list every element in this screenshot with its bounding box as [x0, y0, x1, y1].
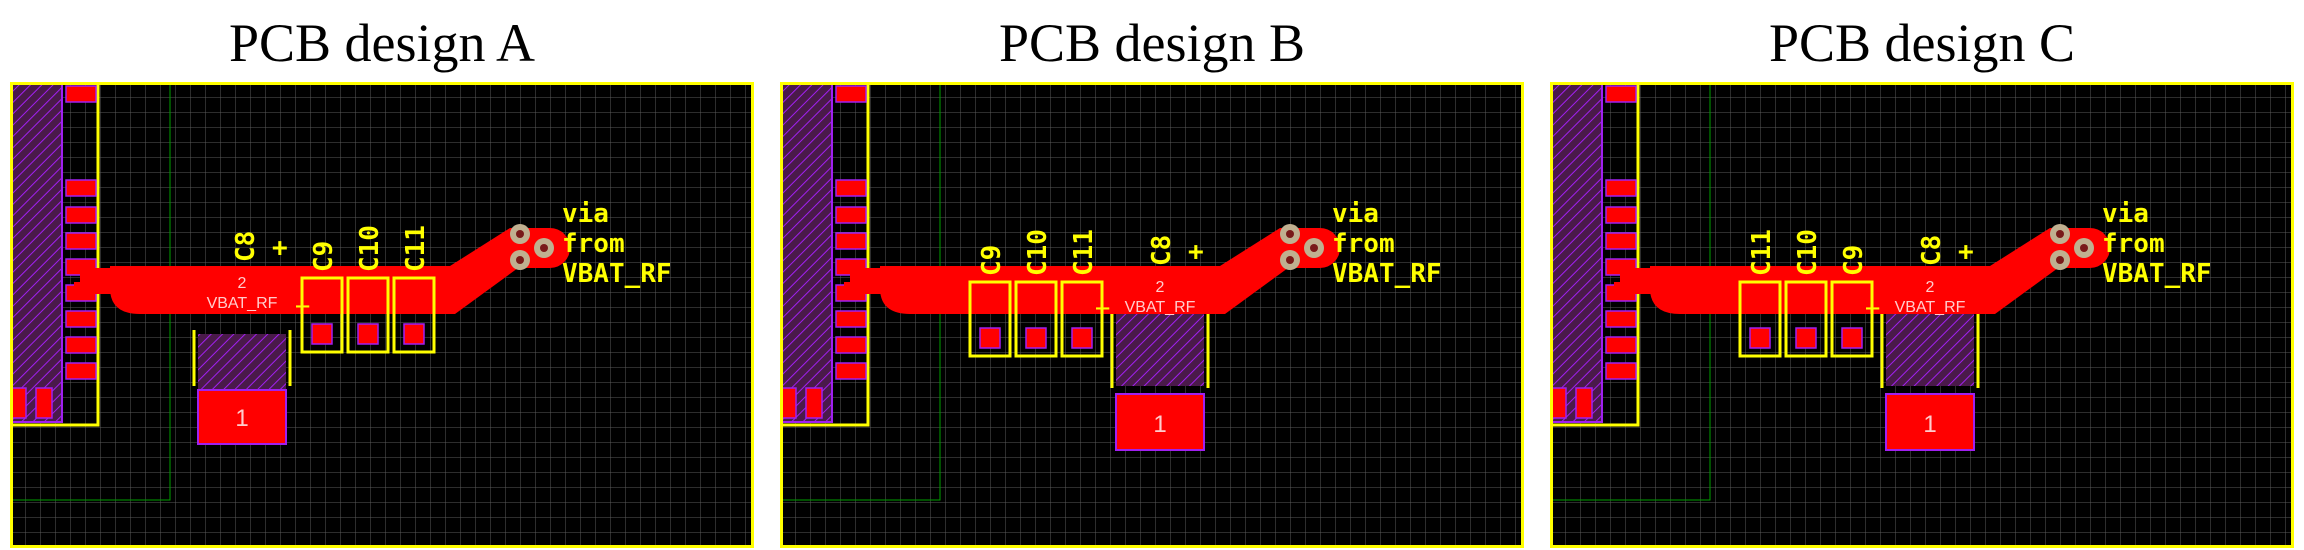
c8-label: C8: [1917, 235, 1947, 266]
small-caps: [968, 280, 1104, 358]
small-caps: [300, 276, 436, 354]
panel-title-a: PCB design A: [228, 13, 536, 73]
board-edge: [10, 82, 754, 548]
board-outline-green: [780, 82, 941, 501]
panel-title-b: PCB design B: [998, 13, 1306, 73]
ic-outline: [10, 82, 63, 423]
c8-label: C8: [1147, 235, 1177, 266]
c8-silkscreen: [192, 330, 292, 386]
cap-label-1: C11: [1747, 229, 1777, 276]
vias: [2050, 224, 2094, 270]
via-label-line2: from: [562, 229, 625, 259]
ic-hatch: [1550, 82, 1602, 422]
c8-pad-2-net: VBAT_RF: [207, 295, 278, 312]
pcb-panel-a: 1 2 VBAT_RF C8 + _ C9 C10 C11 via from V…: [10, 82, 754, 548]
c8-pad-1: [1885, 393, 1975, 451]
via-label-line1: via: [562, 199, 609, 229]
board-edge: [1550, 82, 2294, 548]
c8-body-hatch: [1886, 314, 1974, 386]
ic-hatch: [10, 82, 62, 422]
cap-label-3: C11: [401, 225, 431, 272]
cap-label-2: C10: [355, 225, 385, 272]
c8-minus: _: [1866, 285, 1880, 310]
cap-label-3: C9: [1839, 245, 1869, 276]
cap-label-2: C10: [1793, 229, 1823, 276]
c8-pad-1-number: 1: [235, 405, 248, 432]
via-label-line3: VBAT_RF: [562, 259, 672, 289]
via-label-line1: via: [2102, 199, 2149, 229]
cap-label-2: C10: [1023, 229, 1053, 276]
panel-title-c: PCB design C: [1768, 13, 2076, 73]
board-outline-green: [1550, 82, 1711, 501]
ic-silkscreen: [1550, 82, 1640, 427]
c8-pad-2-number: 2: [1926, 279, 1935, 296]
board-outline-green: [10, 82, 171, 501]
ic-hatch: [780, 82, 832, 422]
c8-label: C8: [231, 231, 261, 262]
c8-pad-1-number: 1: [1153, 411, 1166, 438]
cap-label-3: C11: [1069, 229, 1099, 276]
ic-pads: [780, 85, 867, 419]
c8-silkscreen: [1880, 314, 1980, 388]
c8-pad-1: [197, 389, 287, 445]
vias: [1280, 224, 1324, 270]
c8-body-hatch: [1116, 314, 1204, 386]
c8-pad-2-net: VBAT_RF: [1125, 299, 1196, 316]
ic-silkscreen: [780, 82, 870, 427]
vbat-trace: [1614, 228, 2110, 314]
c8-plus: +: [272, 233, 288, 263]
via-label-line3: VBAT_RF: [2102, 259, 2212, 289]
via-label-line1: via: [1332, 199, 1379, 229]
cap-label-1: C9: [309, 241, 339, 272]
c8-plus: +: [1188, 237, 1204, 267]
vbat-trace: [844, 228, 1340, 314]
ic-silkscreen: [10, 82, 100, 427]
c8-pad-2: [198, 266, 286, 314]
c8-silkscreen: [1110, 314, 1210, 388]
ic-outline: [780, 82, 833, 423]
c8-pad-1-number: 1: [1923, 411, 1936, 438]
ic-outline: [1550, 82, 1603, 423]
small-caps: [1738, 280, 1874, 358]
pcb-panel-b: C9 C10 C11 1 2 VBAT_RF C8 + _ via from V…: [780, 82, 1524, 548]
via-label-line2: from: [1332, 229, 1395, 259]
c8-pad-2-number: 2: [238, 275, 247, 292]
c8-pad-1: [1115, 393, 1205, 451]
pcb-panel-c: C11 C10 C9 1 2 VBAT_RF C8 + _ via from V…: [1550, 82, 2294, 548]
via-label-line2: from: [2102, 229, 2165, 259]
vias: [510, 224, 554, 270]
c8-pad-2-number: 2: [1156, 279, 1165, 296]
board-edge: [780, 82, 1524, 548]
c8-minus: _: [1096, 285, 1110, 310]
grid: [10, 82, 754, 548]
via-label-line3: VBAT_RF: [1332, 259, 1442, 289]
c8-pad-2-net: VBAT_RF: [1895, 299, 1966, 316]
c8-body-hatch: [198, 334, 286, 396]
cap-label-1: C9: [977, 245, 1007, 276]
c8-plus: +: [1958, 237, 1974, 267]
